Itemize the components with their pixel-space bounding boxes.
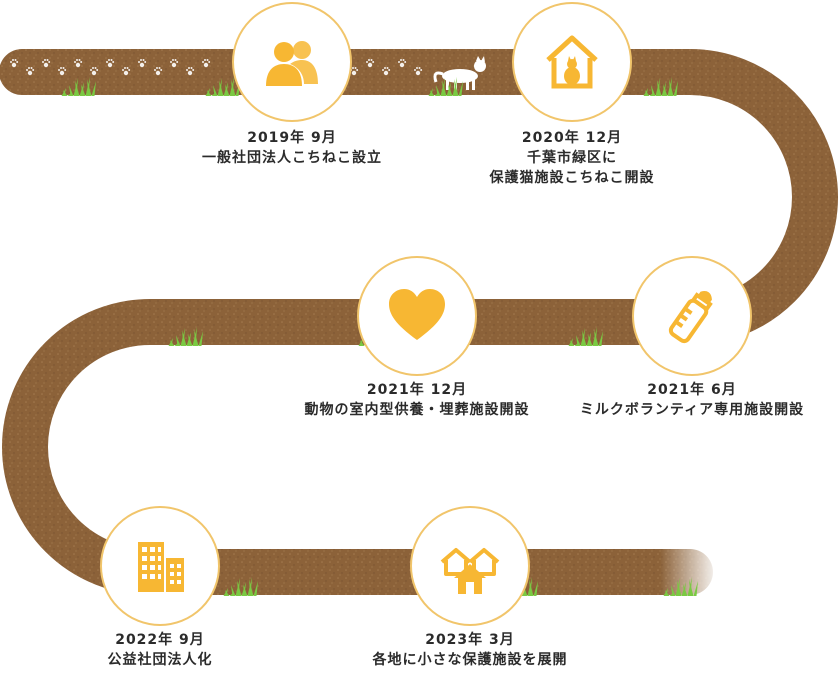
paw-print-icon [122, 67, 131, 76]
paw-print-icon [106, 59, 115, 68]
paw-print-icon [186, 67, 195, 76]
milestone-circle-6 [410, 506, 530, 626]
milestone-text-6: 各地に小さな保護施設を展開 [372, 652, 568, 668]
milestone-caption-4: 2021年 12月 動物の室内型供養・埋葬施設開設 [297, 380, 537, 420]
paw-print-icon [138, 59, 147, 68]
milestone-circle-3 [632, 256, 752, 376]
grass-tuft [205, 77, 240, 96]
paw-print-icon [154, 67, 163, 76]
paw-print-icon [74, 59, 83, 68]
cat-house-icon [546, 35, 598, 89]
paw-prints [10, 59, 423, 76]
grass-tuft [61, 77, 96, 96]
milk-bottle-icon [668, 291, 713, 344]
milestone-caption-1: 2019年 9月 一般社団法人こちねこ設立 [172, 128, 412, 168]
grass-tuft [428, 77, 463, 96]
milestone-date-6: 2023年 3月 [425, 632, 515, 648]
paw-print-icon [202, 59, 211, 68]
paw-print-icon [366, 59, 375, 68]
milestone-circle-2 [512, 2, 632, 122]
grass-tuft [643, 77, 678, 96]
grass-tuft [568, 327, 603, 346]
milestone-text-4: 動物の室内型供養・埋葬施設開設 [304, 402, 530, 418]
people-icon [266, 41, 318, 86]
milestone-date-4: 2021年 12月 [366, 382, 468, 398]
milestone-circle-5 [100, 506, 220, 626]
grass-tuft [223, 577, 258, 596]
milestone-text-1: 一般社団法人こちねこ設立 [202, 150, 382, 166]
milestone-caption-6: 2023年 3月 各地に小さな保護施設を展開 [350, 630, 590, 670]
milestone-text-2a: 千葉市緑区に [527, 150, 617, 166]
milestone-date-5: 2022年 9月 [115, 632, 205, 648]
paw-print-icon [350, 67, 359, 76]
milestone-text-3: ミルクボランティア専用施設開設 [579, 402, 805, 418]
paw-print-icon [58, 67, 67, 76]
milestone-circle-4 [357, 256, 477, 376]
houses-icon [440, 548, 500, 594]
milestone-date-2: 2020年 12月 [521, 130, 623, 146]
milestone-caption-3: 2021年 6月 ミルクボランティア専用施設開設 [572, 380, 812, 420]
paw-print-icon [398, 59, 407, 68]
milestone-text-5: 公益社団法人化 [107, 652, 213, 668]
milestone-date-3: 2021年 6月 [647, 382, 737, 398]
paw-print-icon [170, 59, 179, 68]
milestone-date-1: 2019年 9月 [247, 130, 337, 146]
milestone-caption-5: 2022年 9月 公益社団法人化 [40, 630, 280, 670]
paw-print-icon [90, 67, 99, 76]
paw-print-icon [10, 59, 19, 68]
paw-print-icon [26, 67, 35, 76]
milestone-caption-2: 2020年 12月 千葉市緑区に 保護猫施設こちねこ開設 [452, 128, 692, 188]
building-icon [138, 542, 184, 592]
paw-print-icon [382, 67, 391, 76]
grass-tuft [168, 327, 203, 346]
paw-print-icon [414, 67, 423, 76]
paw-print-icon [42, 59, 51, 68]
milestone-circle-1 [232, 2, 352, 122]
milestone-text-2b: 保護猫施設こちねこ開設 [489, 170, 655, 186]
heart-icon [389, 289, 445, 340]
grass-tuft [663, 577, 698, 596]
